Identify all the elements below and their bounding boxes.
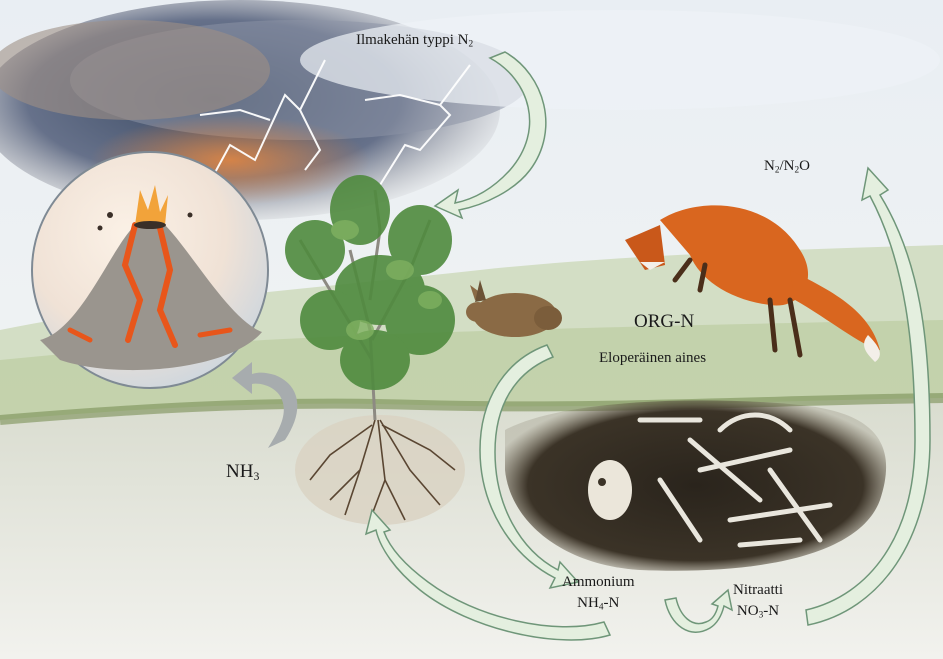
- org-n-label: ORG-N: [634, 312, 694, 333]
- nh3-label: NH3: [226, 462, 259, 484]
- ammonium-name: Ammonium: [562, 574, 635, 591]
- organic-matter-label: Eloperäinen aines: [599, 350, 706, 367]
- atmospheric-nitrogen-label: Ilmakehän typpi N2: [356, 32, 473, 50]
- volcano-icon: [32, 152, 268, 388]
- ammonium-formula: NH4-N: [562, 595, 635, 613]
- decomposition-pit: [505, 400, 886, 570]
- nitrate-label: Nitraatti NO3-N: [733, 582, 783, 620]
- roots-icon: [295, 415, 465, 525]
- nitrate-name: Nitraatti: [733, 582, 783, 599]
- nitrate-formula: NO3-N: [733, 603, 783, 621]
- ammonium-label: Ammonium NH4-N: [562, 574, 635, 612]
- skull-icon: [588, 460, 632, 520]
- n2-n2o-label: N2/N2O: [764, 158, 810, 176]
